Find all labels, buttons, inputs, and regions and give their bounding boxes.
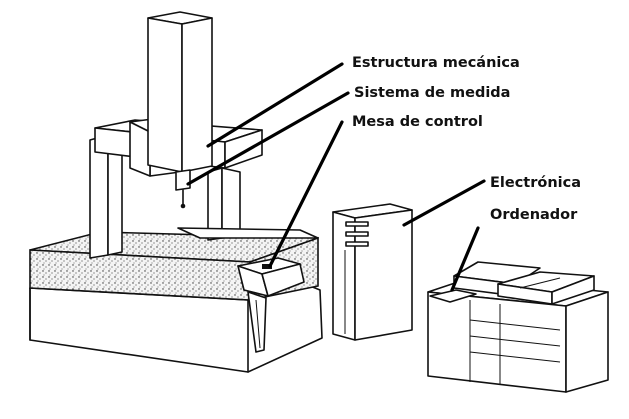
leader-mesa	[268, 120, 344, 268]
control-desk	[237, 257, 305, 353]
label-estructura-mecanica: Estructura mecánica	[352, 55, 520, 71]
electronics-cabinet	[332, 203, 413, 341]
leader-lines	[186, 62, 486, 292]
leader-estructura	[206, 62, 344, 148]
leader-electronica	[402, 179, 486, 227]
z-column	[147, 11, 213, 209]
label-electronica: Electrónica	[490, 175, 582, 191]
label-mesa-de-control: Mesa de control	[352, 114, 483, 130]
label-sistema-de-medida: Sistema de medida	[354, 85, 511, 101]
computer-desk	[427, 261, 609, 393]
leader-sistema	[186, 91, 350, 186]
leader-ordenador	[450, 226, 480, 292]
label-ordenador: Ordenador	[490, 207, 578, 223]
